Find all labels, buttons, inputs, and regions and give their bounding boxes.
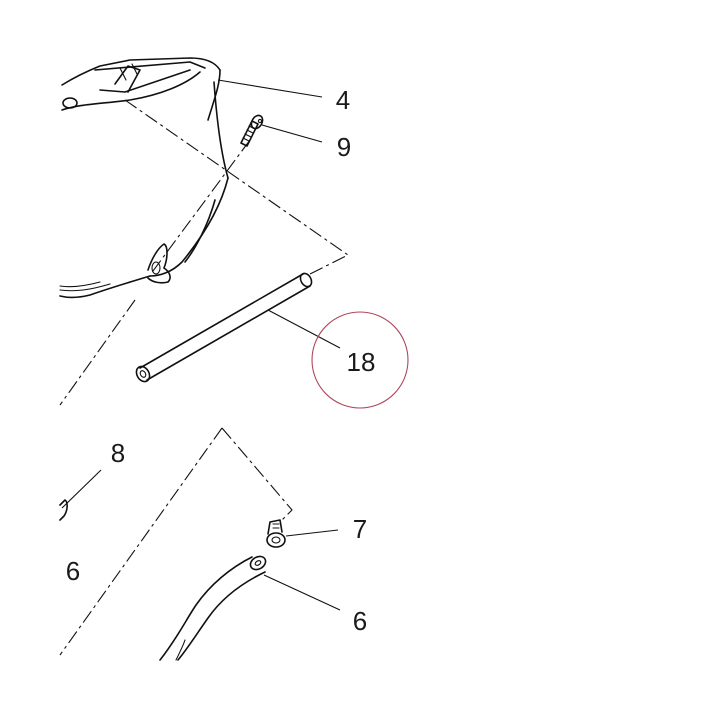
washer-part-7 bbox=[266, 519, 286, 548]
callout-6-bottom: 6 bbox=[353, 606, 367, 636]
callout-9: 9 bbox=[337, 132, 351, 162]
part-8-fragment bbox=[59, 499, 68, 521]
callout-6-left: 6 bbox=[66, 556, 80, 586]
callout-7: 7 bbox=[353, 514, 367, 544]
handle-part-6 bbox=[159, 555, 267, 661]
callout-8: 8 bbox=[111, 438, 125, 468]
screw-part-9 bbox=[240, 114, 264, 147]
leader-lines bbox=[61, 79, 341, 611]
assembly-lines bbox=[59, 99, 350, 656]
callout-4: 4 bbox=[336, 85, 350, 115]
rod-part-18 bbox=[135, 272, 313, 383]
callout-18-highlight-ring bbox=[311, 311, 409, 409]
housing-part-4 bbox=[59, 57, 229, 299]
callout-labels: 4 9 18 8 6 7 6 bbox=[66, 85, 376, 636]
callout-18: 18 bbox=[347, 347, 376, 377]
